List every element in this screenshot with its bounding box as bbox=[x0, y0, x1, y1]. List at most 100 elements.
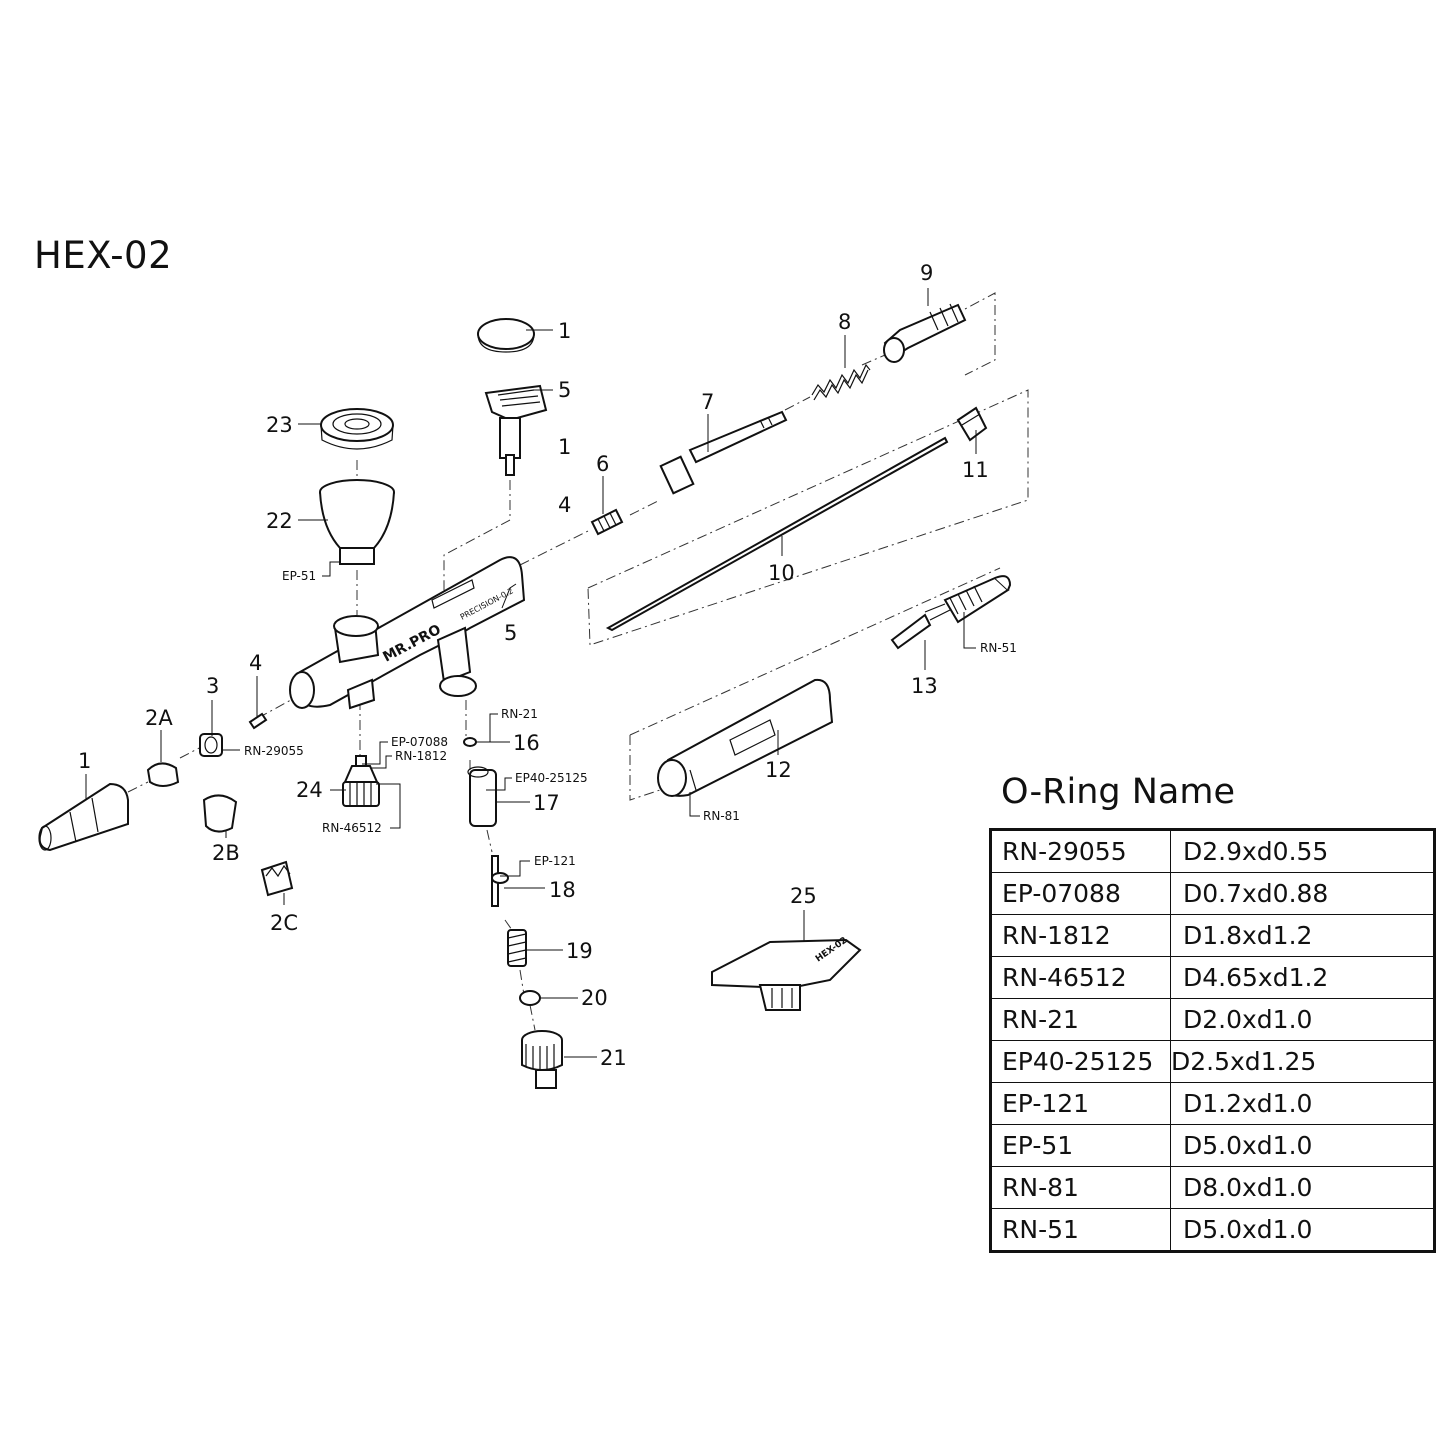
label-10: 10 bbox=[768, 561, 795, 585]
oring-name: RN-29055 bbox=[990, 829, 1171, 873]
label-11: 11 bbox=[962, 458, 989, 482]
label-ep-07088: EP-07088 bbox=[391, 735, 448, 749]
part-9-needle-chucking bbox=[883, 303, 967, 363]
label-ep-121: EP-121 bbox=[534, 854, 576, 868]
label-9: 9 bbox=[920, 261, 933, 285]
oring-size: D1.8xd1.2 bbox=[1170, 914, 1435, 957]
part-16-oring bbox=[463, 737, 477, 747]
label-rn-81: RN-81 bbox=[703, 809, 740, 823]
label-rn-21: RN-21 bbox=[501, 707, 538, 721]
part-11-nut bbox=[956, 406, 988, 442]
part-airbrush-body: MR.PRO PRECISION-0.2 bbox=[289, 556, 526, 710]
label-rn-51: RN-51 bbox=[980, 641, 1017, 655]
part-10-needle bbox=[605, 436, 949, 632]
oring-name: EP-51 bbox=[990, 1124, 1171, 1167]
part-18-valve-stem bbox=[491, 855, 509, 907]
oring-size: D2.0xd1.0 bbox=[1170, 998, 1435, 1041]
part-23-cup-lid bbox=[320, 408, 394, 450]
part-3-head bbox=[199, 733, 223, 757]
label-16: 16 bbox=[513, 731, 540, 755]
label-24: 24 bbox=[296, 778, 323, 802]
label-1-cap: 1 bbox=[558, 319, 571, 343]
label-5-trigger: 5 bbox=[558, 378, 571, 402]
label-18: 18 bbox=[549, 878, 576, 902]
part-17-valve-body bbox=[467, 766, 497, 827]
label-6: 6 bbox=[596, 452, 609, 476]
label-ep-51: EP-51 bbox=[282, 569, 316, 583]
label-3: 3 bbox=[206, 674, 219, 698]
label-23: 23 bbox=[266, 413, 293, 437]
part-1-nozzle-cap bbox=[38, 782, 129, 852]
label-19: 19 bbox=[566, 939, 593, 963]
model-title: HEX-02 bbox=[34, 234, 173, 277]
label-rn-29055: RN-29055 bbox=[244, 744, 304, 758]
part-24-valve bbox=[342, 755, 380, 807]
part-13-handle-screw bbox=[890, 575, 1012, 650]
label-17: 17 bbox=[533, 791, 560, 815]
label-1-nozzle: 1 bbox=[78, 749, 91, 773]
part-labels: 1 5 1 23 22 EP-51 9 8 7 6 4 11 10 5 1 3 R… bbox=[78, 261, 1017, 1070]
oring-size: D2.9xd0.55 bbox=[1170, 829, 1435, 873]
part-1-cap bbox=[477, 318, 535, 353]
label-5-body: 5 bbox=[504, 621, 517, 645]
part-20-washer bbox=[519, 990, 541, 1006]
oring-size: D8.0xd1.0 bbox=[1170, 1166, 1435, 1209]
part-12-handle bbox=[657, 678, 834, 797]
label-rn-46512: RN-46512 bbox=[322, 821, 382, 835]
leader-lines bbox=[85, 288, 977, 1058]
part-19-spring bbox=[507, 929, 527, 967]
oring-name: EP40-25125 bbox=[990, 1040, 1171, 1083]
label-2a: 2A bbox=[145, 706, 173, 730]
part-2c-crown bbox=[260, 860, 294, 897]
label-2b: 2B bbox=[212, 841, 240, 865]
part-21-hose-connector bbox=[521, 1030, 563, 1089]
oring-name: RN-81 bbox=[990, 1166, 1171, 1209]
oring-size: D1.2xd1.0 bbox=[1170, 1082, 1435, 1125]
oring-name: RN-21 bbox=[990, 998, 1171, 1041]
part-6-screw bbox=[590, 508, 624, 536]
oring-size: D0.7xd0.88 bbox=[1170, 872, 1435, 915]
oring-name: RN-1812 bbox=[990, 914, 1171, 957]
part-2b-crown bbox=[202, 794, 238, 833]
label-4-left: 4 bbox=[249, 651, 262, 675]
label-rn-1812: RN-1812 bbox=[395, 749, 447, 763]
label-ep40-25125: EP40-25125 bbox=[515, 771, 588, 785]
part-25-holder: HEX-02 bbox=[711, 936, 862, 1011]
oring-name: EP-07088 bbox=[990, 872, 1171, 915]
label-8: 8 bbox=[838, 310, 851, 334]
label-4-mid: 4 bbox=[558, 493, 571, 517]
part-8-spring bbox=[811, 363, 871, 401]
label-21: 21 bbox=[600, 1046, 627, 1070]
label-12: 12 bbox=[765, 758, 792, 782]
part-4-nozzle bbox=[248, 712, 268, 730]
oring-size: D4.65xd1.2 bbox=[1170, 956, 1435, 999]
label-25: 25 bbox=[790, 884, 817, 908]
label-1-mid: 1 bbox=[558, 435, 571, 459]
oring-size: D5.0xd1.0 bbox=[1170, 1124, 1435, 1167]
oring-name: EP-121 bbox=[990, 1082, 1171, 1125]
label-20: 20 bbox=[581, 986, 608, 1010]
label-22: 22 bbox=[266, 509, 293, 533]
oring-size: D2.5xd1.25 bbox=[1170, 1040, 1435, 1083]
part-22-color-cup bbox=[319, 479, 395, 565]
label-7: 7 bbox=[701, 390, 714, 414]
label-2c: 2C bbox=[270, 911, 298, 935]
oring-name: RN-51 bbox=[990, 1208, 1171, 1252]
part-5-trigger bbox=[484, 384, 548, 476]
oring-table-title: O-Ring Name bbox=[1001, 772, 1235, 812]
oring-name: RN-46512 bbox=[990, 956, 1171, 999]
assembly-guides bbox=[127, 292, 1029, 1031]
